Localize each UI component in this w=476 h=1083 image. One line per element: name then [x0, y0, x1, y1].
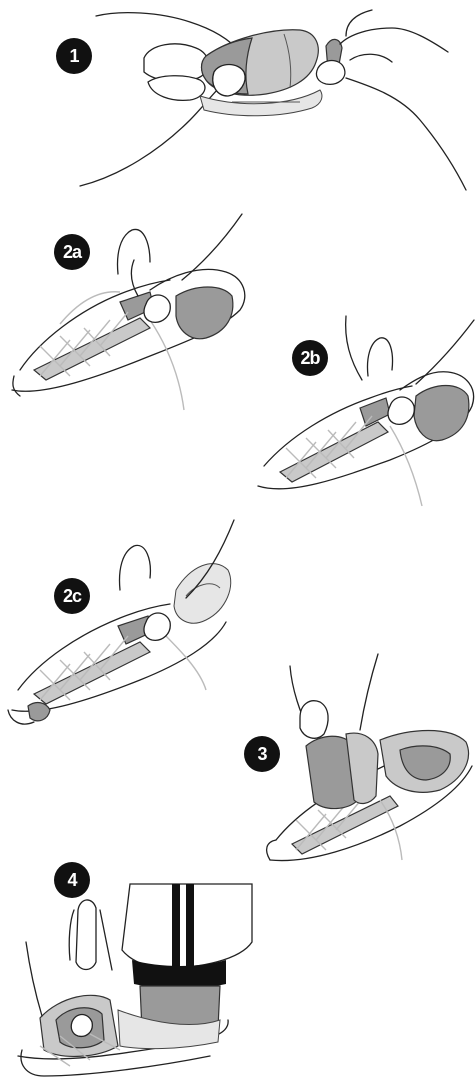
hands-open-device-drawing: [0, 0, 476, 200]
shoe-device-attach-drawing: [230, 650, 476, 880]
shoe-lacing-2b-drawing: [250, 300, 476, 520]
step-1-illustration: 1: [0, 0, 476, 200]
shoe-worn-with-pants-drawing: [0, 850, 300, 1083]
step-2b-illustration: 2b: [250, 300, 476, 520]
step-4-illustration: 4: [0, 850, 300, 1083]
step-3-illustration: 3: [230, 650, 476, 880]
